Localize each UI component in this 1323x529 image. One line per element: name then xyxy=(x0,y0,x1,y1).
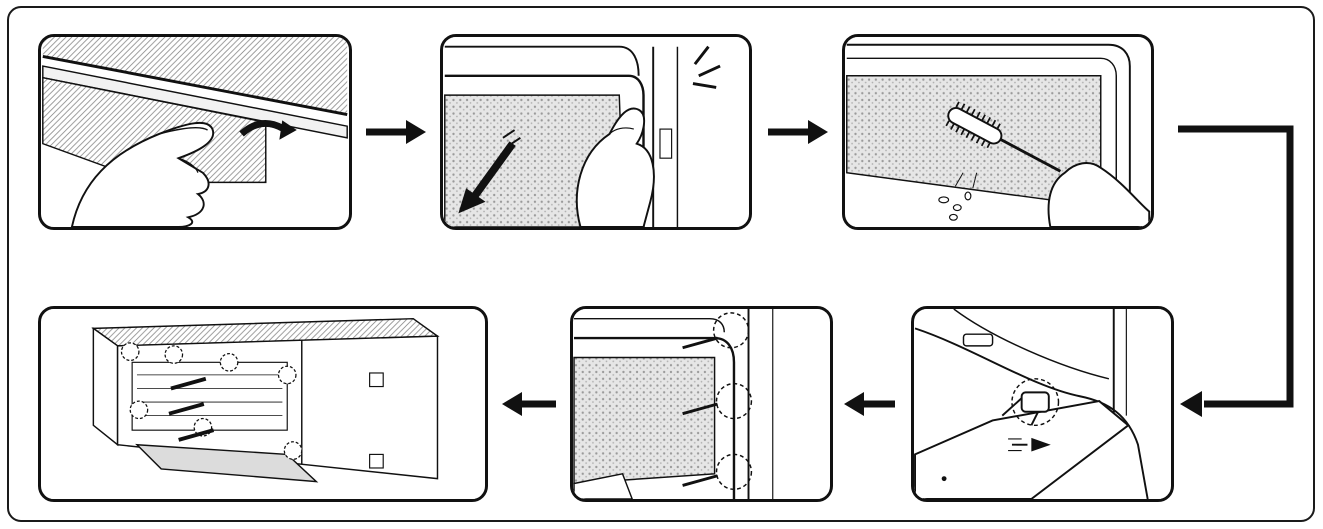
step-2-panel xyxy=(440,34,752,230)
press-filter-tab-icon xyxy=(42,37,348,227)
unit-filter-slots-icon xyxy=(44,309,482,499)
step-5-panel xyxy=(570,306,833,502)
step-4-panel xyxy=(911,306,1174,502)
step-1-panel xyxy=(38,34,352,230)
step-6-panel xyxy=(38,306,488,502)
pull-filter-down-icon xyxy=(444,37,748,227)
brush-filter-icon xyxy=(846,37,1151,227)
step-3-panel xyxy=(842,34,1154,230)
reattach-filter-icon xyxy=(573,309,829,499)
insert-filter-hook-icon xyxy=(914,309,1170,499)
